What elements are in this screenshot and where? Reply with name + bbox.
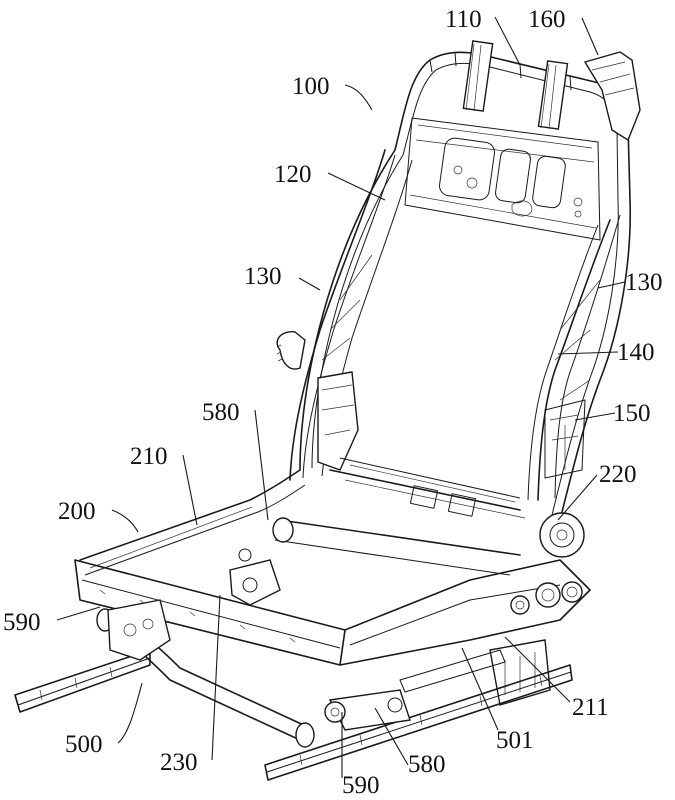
label-130-right: 130 xyxy=(625,269,663,296)
label-580-top: 580 xyxy=(202,399,240,426)
label-590-left: 590 xyxy=(3,609,41,636)
label-100: 100 xyxy=(292,73,330,100)
leader-211 xyxy=(504,636,571,703)
leader-590-left xyxy=(56,606,101,621)
label-110: 110 xyxy=(445,6,482,33)
label-500: 500 xyxy=(65,731,103,758)
reference-labels: 100 110 160 120 130 130 140 150 580 210 … xyxy=(3,6,663,799)
sector-gear xyxy=(276,331,306,370)
link-plate xyxy=(229,559,281,606)
leader-210 xyxy=(182,454,198,526)
slide-rails xyxy=(14,599,573,781)
label-160: 160 xyxy=(528,6,566,33)
leader-150 xyxy=(574,412,616,421)
leader-100 xyxy=(344,84,373,111)
label-220: 220 xyxy=(599,461,637,488)
leader-160 xyxy=(581,17,599,56)
label-590-bottom: 590 xyxy=(342,772,380,799)
motor-unit xyxy=(317,371,359,471)
label-211: 211 xyxy=(572,694,609,721)
label-580-bottom: 580 xyxy=(408,751,446,778)
leader-200 xyxy=(111,509,139,533)
left-mechanism xyxy=(107,599,171,661)
leader-500 xyxy=(117,682,143,744)
label-120: 120 xyxy=(274,161,312,188)
leader-230 xyxy=(211,594,221,761)
label-200: 200 xyxy=(58,498,96,525)
backrest-frame xyxy=(276,40,641,558)
leader-580-bottom xyxy=(374,707,409,766)
label-230: 230 xyxy=(160,749,198,776)
label-501: 501 xyxy=(496,727,534,754)
label-150: 150 xyxy=(613,400,651,427)
leader-130-right xyxy=(597,281,626,289)
leader-lines xyxy=(56,16,626,778)
leader-140 xyxy=(557,351,619,355)
leader-110 xyxy=(494,16,521,66)
label-130-left: 130 xyxy=(244,263,282,290)
label-210: 210 xyxy=(130,443,168,470)
leader-580-top xyxy=(254,409,269,521)
leader-120 xyxy=(327,172,386,201)
upper-bracket-160 xyxy=(583,51,641,142)
recliner-220 xyxy=(539,512,585,558)
label-140: 140 xyxy=(617,339,655,366)
leader-501 xyxy=(461,647,499,731)
cushion-frame xyxy=(74,469,591,706)
leader-220 xyxy=(557,474,598,521)
leader-130-left xyxy=(298,277,321,291)
